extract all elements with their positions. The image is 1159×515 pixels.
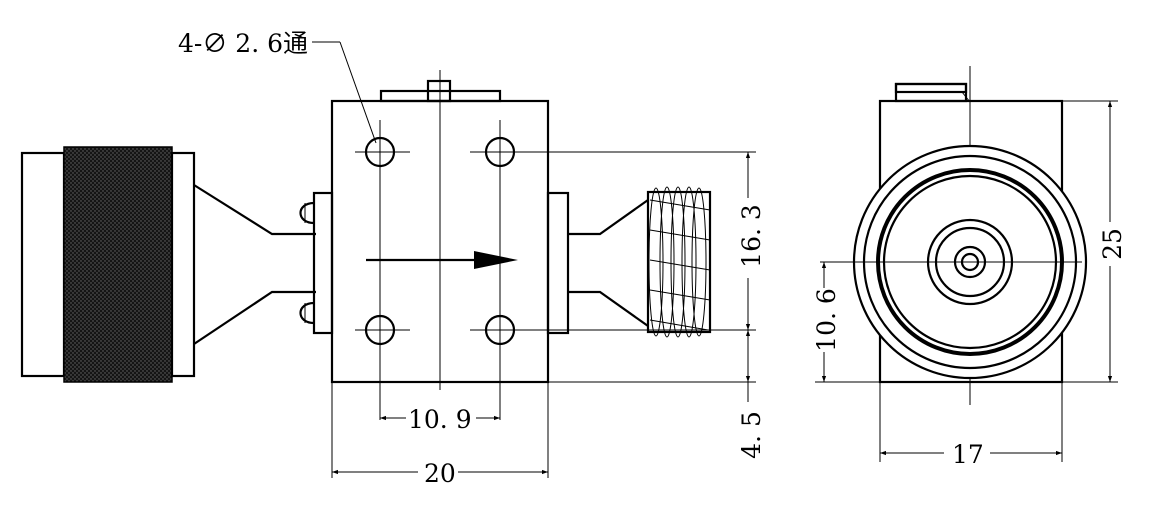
hole-callout: 4-∅ 2. 6通: [178, 29, 377, 144]
direction-arrow: [474, 251, 518, 269]
front-view: 4-∅ 2. 6通 10. 9 20 16. 3: [20, 29, 766, 488]
dim-label: 4. 5: [737, 411, 766, 459]
dim-side-height: 25: [1062, 100, 1127, 383]
isolator-body: [330, 70, 550, 390]
dim-label: 25: [1098, 228, 1127, 260]
dim-label: 20: [424, 459, 456, 488]
dim-label: 17: [952, 440, 984, 469]
dim-label: 16. 3: [737, 204, 766, 268]
dim-vertical-front: 16. 3 4. 5: [514, 151, 766, 459]
side-view: 10. 6 25 17: [812, 66, 1127, 469]
dim-label: 10. 9: [408, 405, 472, 434]
dim-label: 10. 6: [812, 288, 841, 352]
hole-callout-text: 4-∅ 2. 6通: [178, 29, 308, 58]
dim-center-height: 10. 6: [812, 262, 880, 383]
dim-side-width: 17: [879, 382, 1063, 469]
left-connector: [20, 146, 334, 383]
dim-body-width: 20: [331, 382, 549, 488]
knurled-nut: [63, 146, 173, 383]
right-connector: [546, 186, 712, 338]
dim-hole-spacing-h: 10. 9: [380, 405, 500, 434]
